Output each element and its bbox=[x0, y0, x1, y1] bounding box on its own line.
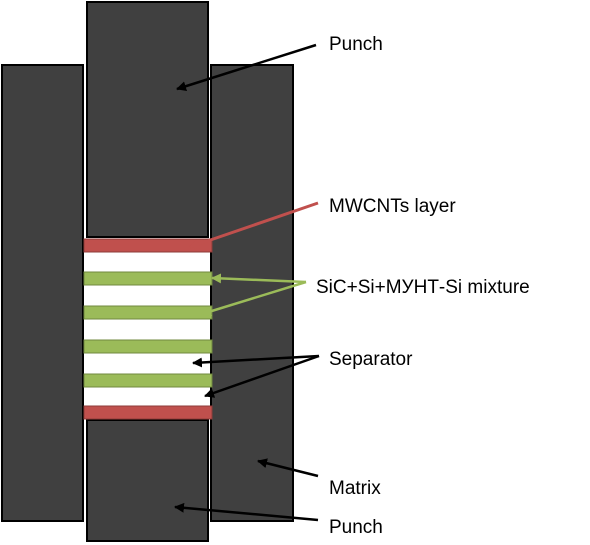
punch-top-label: Punch bbox=[329, 34, 383, 55]
matrix-left-block bbox=[1, 64, 84, 522]
matrix-label: Matrix bbox=[329, 478, 381, 499]
matrix-right-block bbox=[210, 64, 294, 522]
bottom-punch-block bbox=[86, 419, 209, 542]
top-punch-block bbox=[86, 1, 209, 238]
punch-bottom-arrow bbox=[174, 502, 319, 522]
mixture-layer-3 bbox=[83, 339, 213, 354]
punch-bottom-label: Punch bbox=[329, 517, 383, 538]
mixture-label: SiC+Si+МУНТ-Si mixture bbox=[316, 277, 530, 298]
mwcnts-arrow bbox=[189, 201, 319, 249]
mixture-layer-2 bbox=[83, 305, 213, 320]
separator-label: Separator bbox=[329, 349, 413, 370]
mixture-layer-1 bbox=[83, 271, 213, 286]
separator-arrow-2 bbox=[204, 354, 320, 398]
mixture-arrow-2 bbox=[201, 280, 307, 317]
punch-top-arrow bbox=[176, 43, 317, 92]
mixture-arrow-1 bbox=[211, 273, 307, 284]
matrix-arrow bbox=[257, 458, 319, 478]
separator-arrow-1 bbox=[192, 354, 320, 368]
mwcnts-layer-label: MWCNTs layer bbox=[329, 196, 456, 217]
mwcnts-layer-bottom bbox=[83, 405, 213, 420]
mixture-layer-4 bbox=[83, 373, 213, 388]
mwcnts-layer-top bbox=[83, 238, 213, 253]
